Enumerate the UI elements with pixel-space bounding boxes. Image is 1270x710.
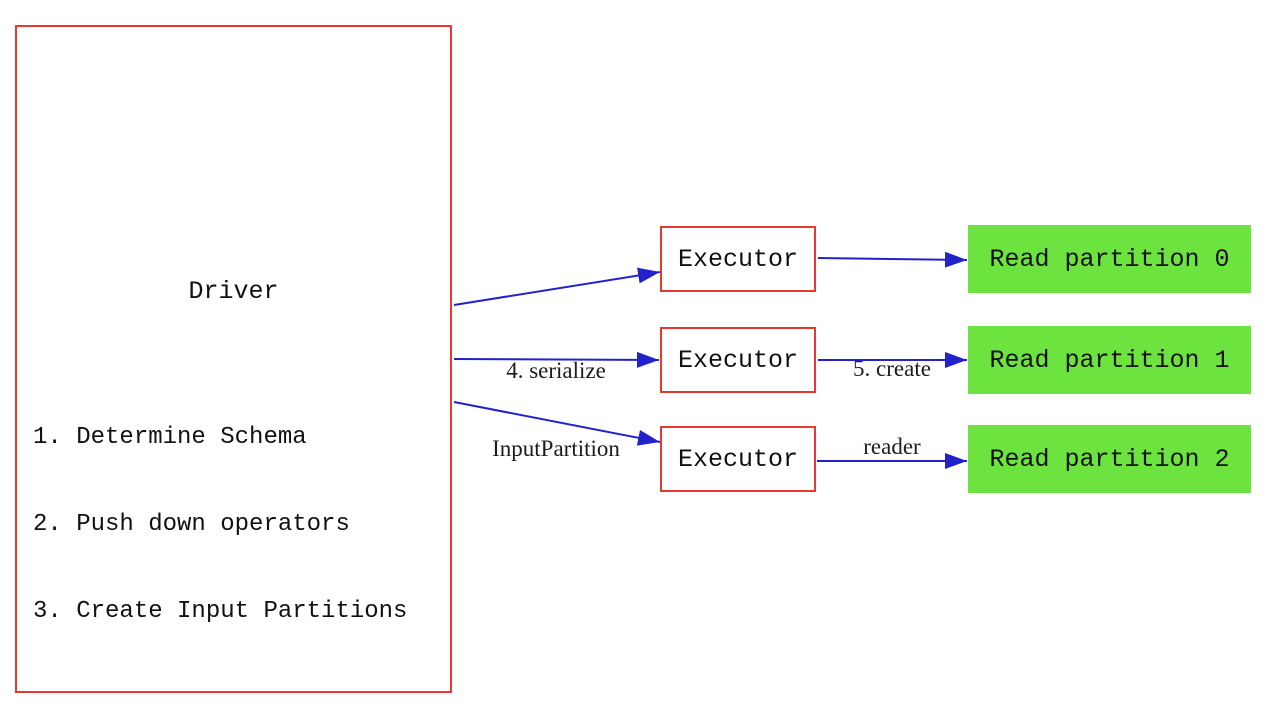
edge-label-serialize-line1: 4. serialize <box>506 358 606 383</box>
driver-title: Driver <box>188 277 279 306</box>
edge-label-serialize-input-partition: 4. serialize InputPartition <box>436 306 676 514</box>
read-partition-box-1: Read partition 1 <box>968 326 1251 394</box>
driver-box: Driver 1. Determine Schema 2. Push down … <box>15 25 452 693</box>
driver-step-3: 3. Create Input Partitions <box>33 598 408 625</box>
driver-step-1: 1. Determine Schema <box>33 424 307 451</box>
executor-label-2: Executor <box>677 444 799 474</box>
executor-box-2: Executor <box>660 426 816 492</box>
driver-steps-list: 1. Determine Schema 2. Push down operato… <box>33 365 407 684</box>
edge-label-reader-line2: reader <box>863 434 921 459</box>
executor-box-0: Executor <box>660 226 816 292</box>
read-partition-box-2: Read partition 2 <box>968 425 1251 493</box>
read-partition-label-1: Read partition 1 <box>989 345 1230 375</box>
read-partition-label-2: Read partition 2 <box>989 444 1230 474</box>
arrow-driver-to-executor-0 <box>453 267 661 306</box>
edge-label-serialize-line2: InputPartition <box>492 436 620 461</box>
read-partition-label-0: Read partition 0 <box>989 244 1230 274</box>
edge-label-create-reader: 5. create reader <box>812 304 972 512</box>
executor-box-1: Executor <box>660 327 816 393</box>
edge-label-reader-line1: 5. create <box>853 356 931 381</box>
arrow-executor-0-to-partition-0 <box>817 251 968 268</box>
read-partition-box-0: Read partition 0 <box>968 225 1251 293</box>
driver-step-2: 2. Push down operators <box>33 511 350 538</box>
executor-label-0: Executor <box>677 244 799 274</box>
executor-label-1: Executor <box>677 345 799 375</box>
